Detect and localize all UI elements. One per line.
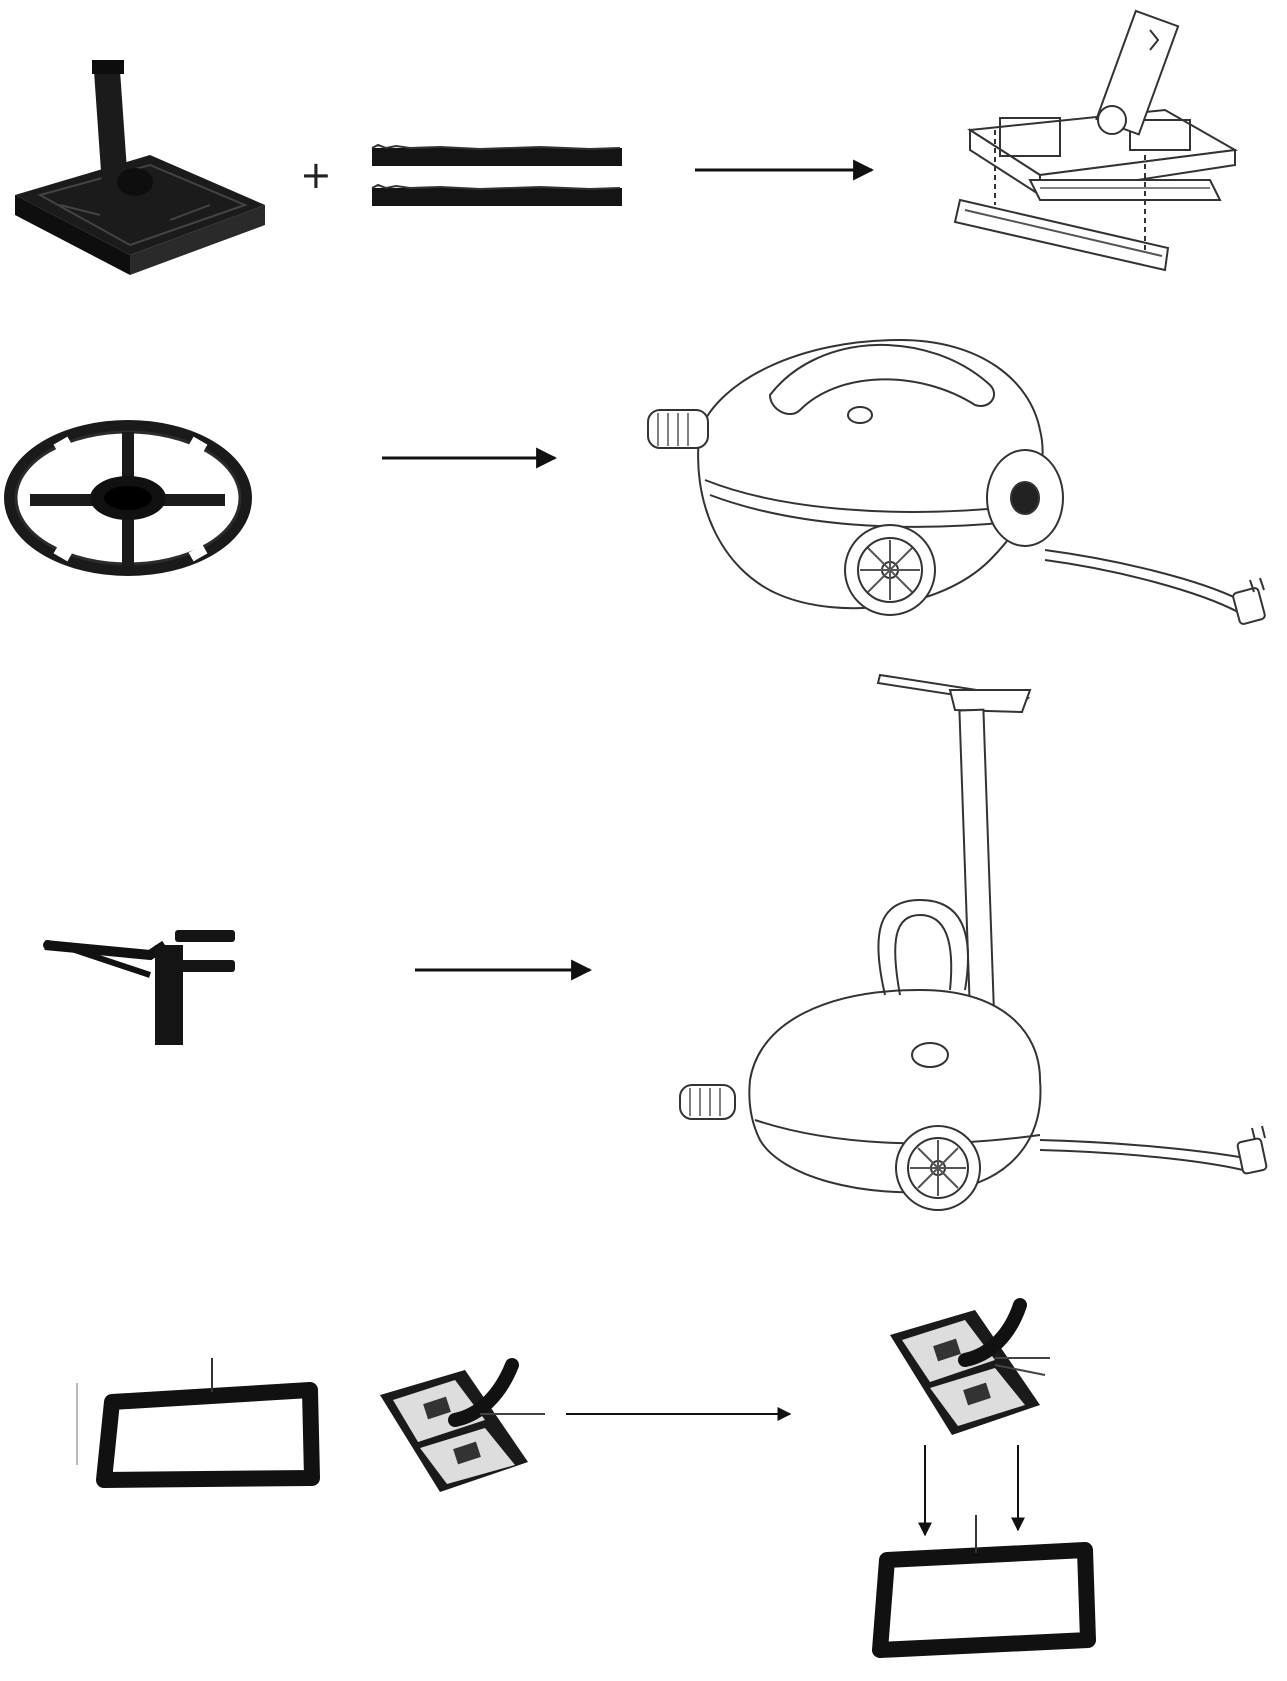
steam-cleaner-with-hose-holder-icon — [679, 673, 1268, 1211]
filter-holder-icon — [4, 420, 252, 576]
floor-brush-icon — [15, 60, 265, 275]
cloth-frame-result-icon — [872, 1515, 1096, 1658]
floor-brush-with-cloth-icon — [380, 1358, 545, 1492]
assembled-floor-brush-icon — [953, 9, 1239, 272]
plus-operator: + — [300, 153, 332, 197]
hose-holder-icon — [43, 930, 235, 1045]
steam-cleaner-with-filter-icon — [647, 338, 1266, 625]
brush-on-frame-icon — [890, 1298, 1050, 1435]
cloth-frame-icon — [76, 1358, 320, 1488]
bristle-strips-icon — [371, 143, 622, 206]
